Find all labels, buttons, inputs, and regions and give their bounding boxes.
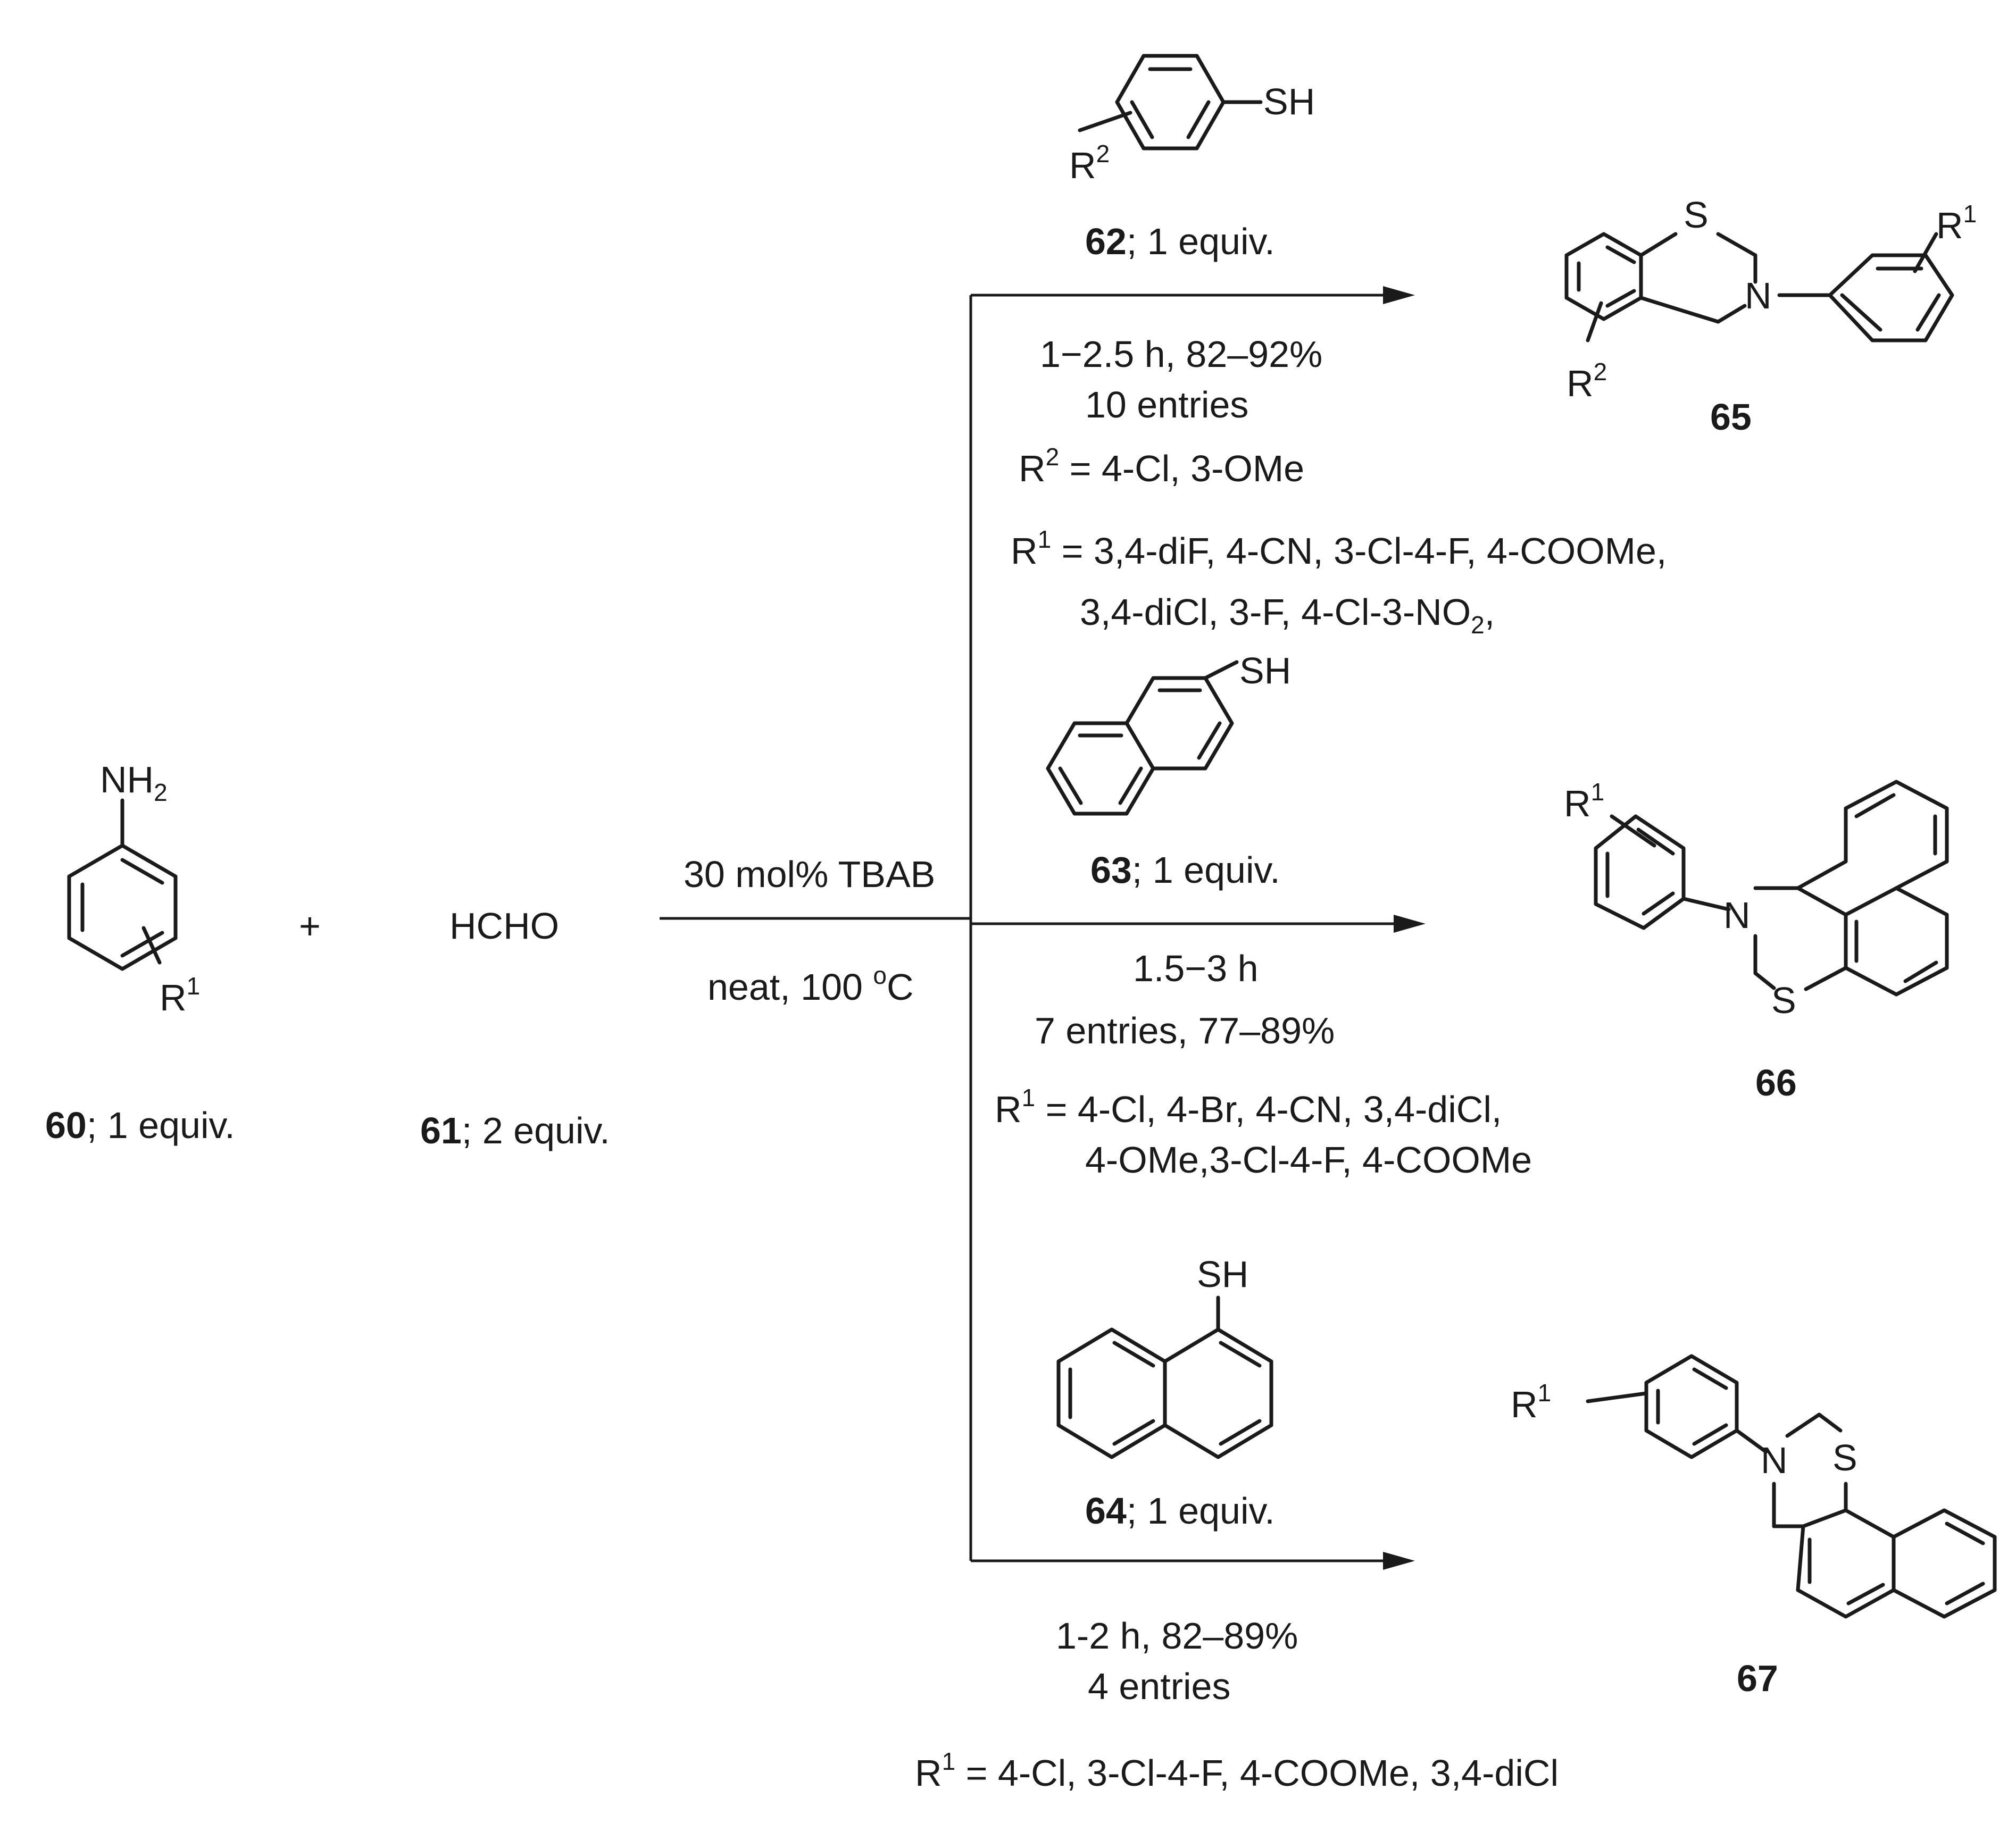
- compound-66-label: 66: [1755, 1062, 1797, 1103]
- thiol-63-sh-label: SH: [1239, 650, 1291, 691]
- branch-66-r1-line2: 4-OMe,3-Cl-4-F, 4-COOMe: [1085, 1139, 1532, 1181]
- product-67-nitrogen: N: [1761, 1440, 1788, 1481]
- r1-substituent-label: R1: [160, 972, 200, 1018]
- product-65-r1-label: R1: [1936, 200, 1977, 246]
- compound-65-label: 65: [1710, 396, 1752, 438]
- branch-65-time-yield: 1−2.5 h, 82–92%: [1040, 333, 1322, 375]
- product-66-nitrogen: N: [1723, 894, 1751, 936]
- aniline-structure: [67, 798, 178, 971]
- branch-65-entries: 10 entries: [1085, 384, 1248, 425]
- product-66-structure: [1594, 780, 1949, 997]
- thiophenol-structure: [1078, 54, 1263, 150]
- formaldehyde-formula: HCHO: [449, 905, 559, 947]
- branch-65-r2-values: R2 = 4-Cl, 3-OMe: [1019, 443, 1304, 489]
- thiol-64-sh-label: SH: [1197, 1253, 1248, 1295]
- branch-66-time: 1.5−3 h: [1133, 948, 1259, 989]
- r2-substituent-label: R2: [1069, 140, 1110, 186]
- product-67-structure: [1586, 1354, 1997, 1619]
- compound-62-label: 62; 1 equiv.: [1085, 221, 1275, 262]
- product-65-nitrogen: N: [1745, 275, 1772, 316]
- arrow-to-66: [971, 915, 1426, 933]
- compound-67-label: 67: [1737, 1658, 1778, 1699]
- naphthalene-2-thiol-structure: [1046, 660, 1239, 816]
- compound-60-label: 60; 1 equiv.: [45, 1105, 235, 1146]
- product-66-r1-label: R1: [1564, 778, 1604, 824]
- thiol-62-sh-label: SH: [1263, 81, 1315, 122]
- arrow-to-65: [971, 286, 1415, 304]
- product-67-sulfur: S: [1832, 1437, 1857, 1478]
- naphthalene-1-thiol-structure: [1056, 1295, 1273, 1459]
- branch-66-r1-line1: R1 = 4-Cl, 4-Br, 4-CN, 3,4-diCl,: [995, 1084, 1502, 1130]
- arrow-to-67: [971, 1552, 1415, 1570]
- solvent-temperature-condition: neat, 100 oC: [707, 961, 914, 1008]
- amine-group-label: NH2: [100, 759, 168, 806]
- branch-65-r1-line2: 3,4-diCl, 3-F, 4-Cl-3-NO2,: [1080, 591, 1495, 639]
- compound-63-label: 63; 1 equiv.: [1090, 849, 1280, 891]
- product-65-r2-label: R2: [1567, 358, 1607, 404]
- branch-66-entries-yield: 7 entries, 77–89%: [1035, 1010, 1335, 1051]
- plus-sign: +: [299, 905, 321, 947]
- product-67-r1-label: R1: [1511, 1379, 1551, 1425]
- branch-67-r1-values: R1 = 4-Cl, 3-Cl-4-F, 4-COOMe, 3,4-diCl: [915, 1747, 1559, 1794]
- branch-67-time-yield: 1-2 h, 82–89%: [1056, 1615, 1298, 1657]
- product-65-sulfur: S: [1684, 194, 1709, 236]
- product-65-structure: [1564, 232, 1954, 342]
- compound-64-label: 64; 1 equiv.: [1085, 1490, 1275, 1532]
- branch-67-entries: 4 entries: [1088, 1666, 1230, 1707]
- product-66-sulfur: S: [1771, 980, 1796, 1021]
- compound-61-label: 61; 2 equiv.: [420, 1110, 610, 1151]
- catalyst-condition: 30 mol% TBAB: [684, 854, 935, 895]
- branch-65-r1-line1: R1 = 3,4-diF, 4-CN, 3-Cl-4-F, 4-COOMe,: [1011, 525, 1667, 572]
